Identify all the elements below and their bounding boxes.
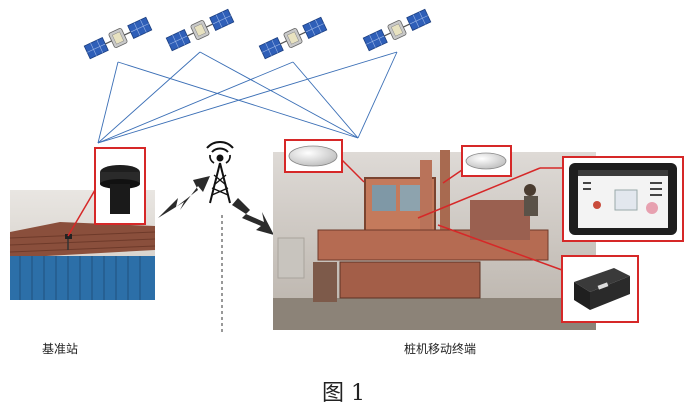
- cell-tower-icon: [206, 141, 234, 204]
- satellite-icon: [258, 15, 328, 61]
- satellite-icon: [83, 15, 153, 61]
- figure-caption: 图 1: [322, 381, 365, 406]
- gnss-antenna-icon: [465, 152, 507, 170]
- gnss-antenna-icon: [288, 145, 338, 167]
- mobile-gnss-antenna-frame-1: [284, 139, 365, 183]
- signal-arrow-right: [232, 198, 274, 235]
- pile-driver-photo: [273, 150, 596, 330]
- satellite-icon: [362, 7, 432, 53]
- base-gnss-antenna-frame: [67, 147, 146, 237]
- mobile-terminal-label: 桩机移动终端: [404, 342, 477, 356]
- gnss-antenna-icon: [100, 165, 140, 214]
- control-box-icon: [574, 268, 630, 310]
- satellite-link-lines: [97, 51, 398, 144]
- base-station-label: 基准站: [42, 342, 79, 356]
- base-station-photo: [9, 190, 156, 300]
- signal-arrow-left: [158, 176, 210, 218]
- mobile-gnss-antenna-frame-2: [442, 145, 512, 184]
- control-box-frame: [437, 224, 639, 323]
- satellite-icon: [165, 7, 235, 53]
- tablet-terminal-icon: [569, 163, 677, 235]
- tablet-terminal-frame: [417, 156, 684, 242]
